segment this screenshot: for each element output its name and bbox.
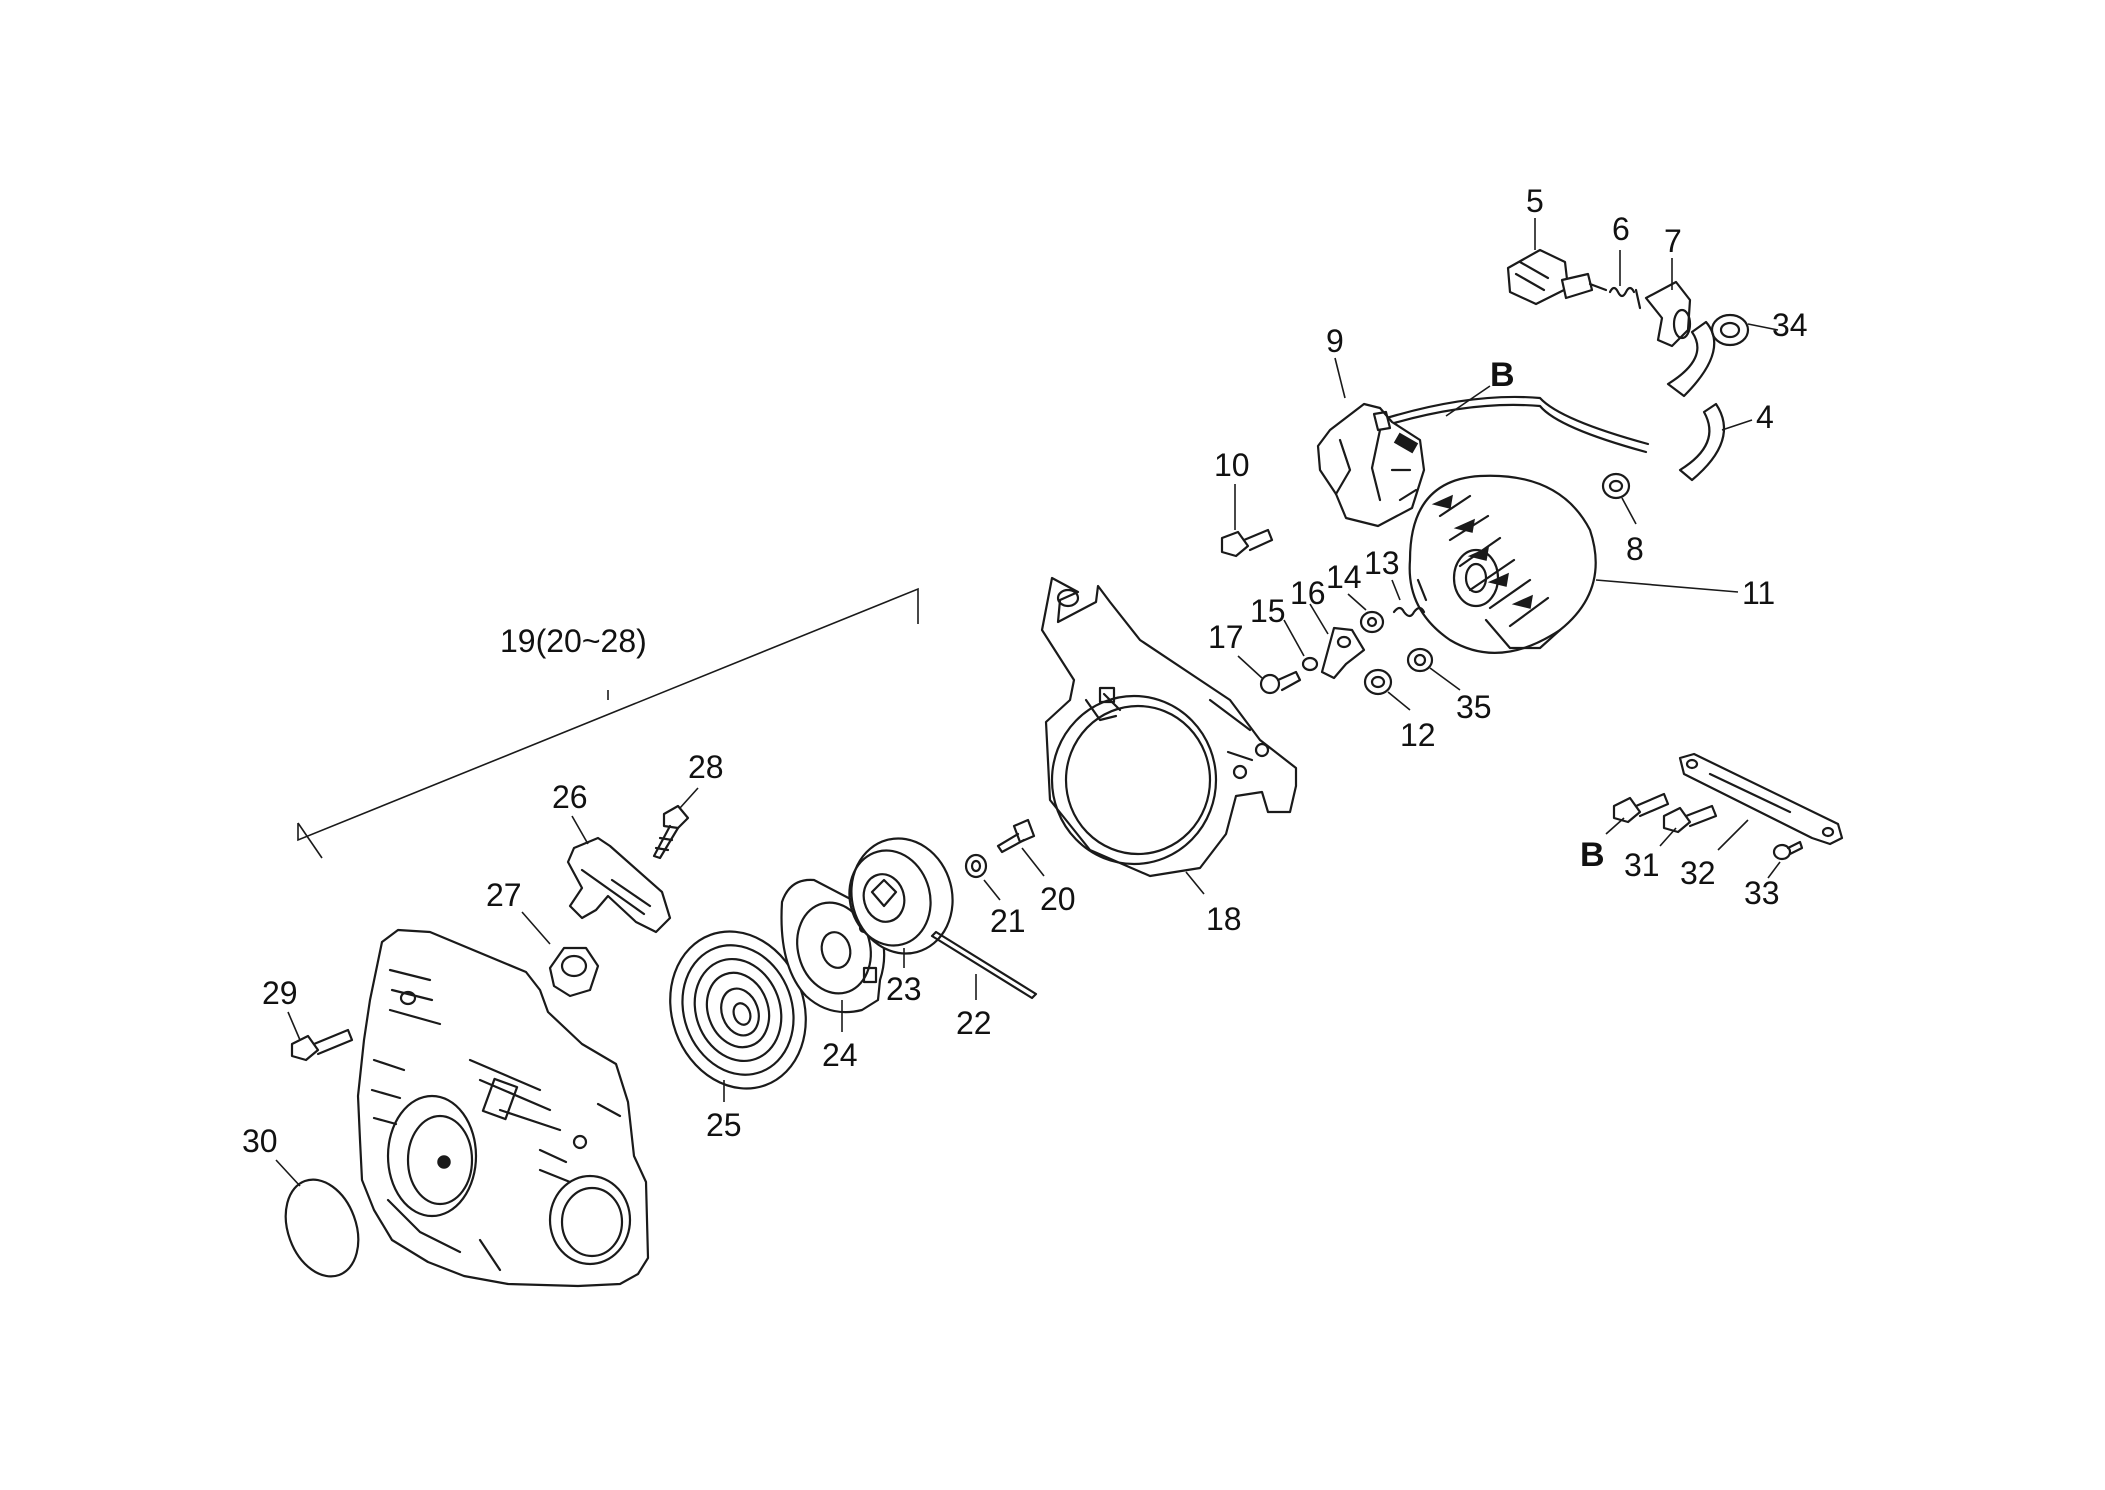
label-28: 28 [688,749,724,785]
part-4-tube [1666,320,1726,482]
label-14: 14 [1326,559,1362,595]
label-4: 4 [1756,399,1774,435]
leader-lines [275,218,1781,1187]
label-16: 16 [1290,575,1326,611]
label-25: 25 [706,1107,742,1143]
label-24: 24 [822,1037,858,1073]
part-28-screw [652,804,690,860]
part-labels: 5 6 7 34 4 9 B 10 8 11 13 14 16 15 17 12… [242,183,1808,1159]
label-32: 32 [1680,855,1716,891]
part-29-screw [290,1028,354,1062]
part-23-pulley [848,837,954,955]
part-5-spark-plug [1506,248,1608,306]
label-11: 11 [1742,575,1775,611]
part-6-spring [1608,286,1642,310]
label-12: 12 [1400,717,1436,753]
label-22: 22 [956,1005,992,1041]
label-6: 6 [1612,211,1630,247]
part-12-nut [1363,668,1393,696]
label-30: 30 [242,1123,278,1159]
label-B-top: B [1490,356,1515,394]
part-16-pawl [1320,626,1366,680]
label-10: 10 [1214,447,1250,483]
part-31-bolt [1662,804,1718,834]
label-20: 20 [1040,881,1076,917]
part-13-spring [1392,578,1428,618]
label-21: 21 [990,903,1026,939]
label-23: 23 [886,971,922,1007]
part-7-plug-cap [1644,280,1692,348]
label-19: 19(20~28) [500,623,647,659]
label-9: 9 [1326,323,1344,359]
part-18-fan-housing [1040,576,1298,878]
part-8-nut [1601,472,1631,500]
part-19-starter-cover [356,928,650,1288]
part-11-flywheel [1408,474,1597,654]
label-35: 35 [1456,689,1492,725]
part-17-screw [1259,670,1302,695]
part-35-washer [1406,647,1434,673]
part-21-washer [964,853,988,879]
label-29: 29 [262,975,298,1011]
part-27-grommet [548,946,600,998]
part-B-bolt [1612,792,1670,824]
label-13: 13 [1364,545,1400,581]
label-17: 17 [1208,619,1244,655]
label-5: 5 [1526,183,1544,219]
label-27: 27 [486,877,522,913]
part-10-bolt [1220,528,1274,558]
label-34: 34 [1772,307,1808,343]
label-15: 15 [1250,593,1286,629]
label-31: 31 [1624,847,1660,883]
part-26-starter-handle [566,836,672,934]
label-8: 8 [1626,531,1644,567]
label-7: 7 [1664,223,1682,259]
part-34-grommet [1710,313,1750,347]
part-32-plate [1678,752,1844,846]
part-33-screw [1772,840,1804,861]
part-20-screw [996,818,1036,854]
label-B-bottom: B [1580,836,1605,874]
assembly-bracket-19 [297,587,919,859]
part-14-washer [1359,610,1385,634]
part-15-washer [1301,656,1319,672]
part-9-ignition-coil [1316,395,1650,528]
part-30-seal [284,1178,360,1278]
label-18: 18 [1206,901,1242,937]
label-26: 26 [552,779,588,815]
part-22-starter-rope [930,930,1038,1000]
label-33: 33 [1744,875,1780,911]
